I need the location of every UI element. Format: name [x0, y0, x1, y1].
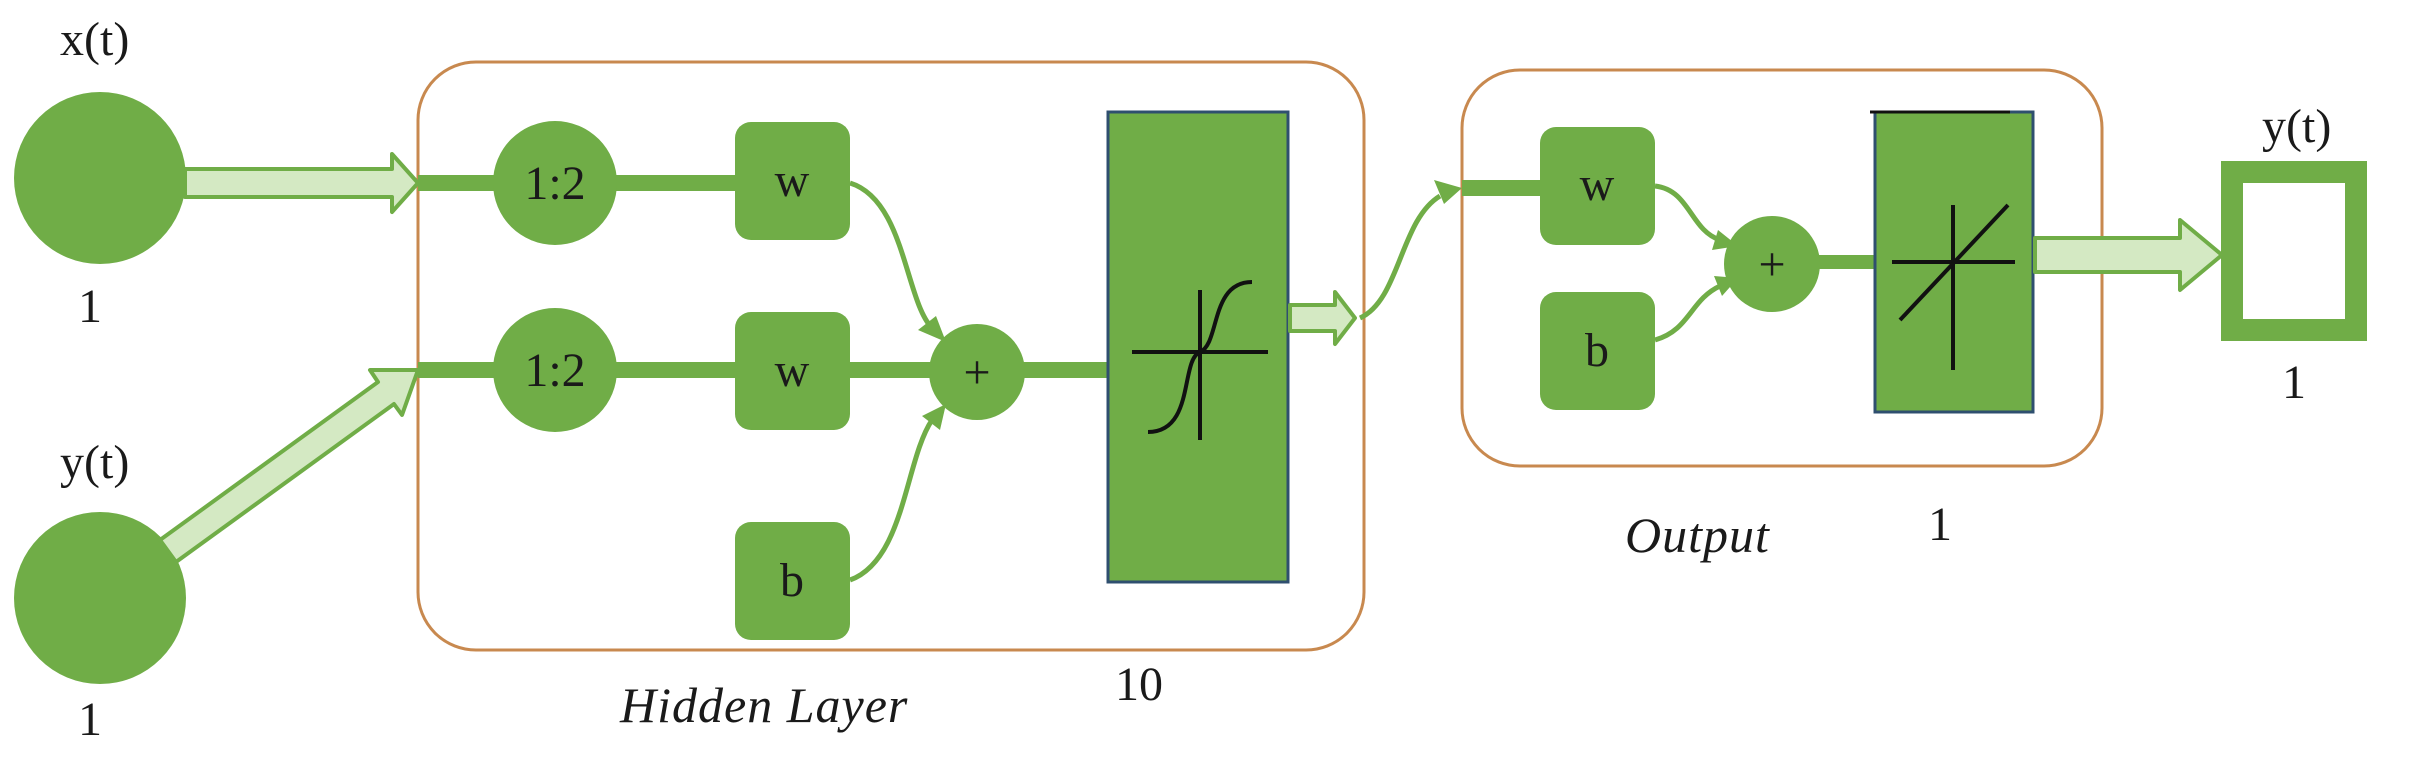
input-x-arrow: [183, 152, 420, 214]
hidden-curve-w1-sum: [849, 180, 934, 330]
output-size: 1: [2282, 356, 2306, 409]
output-bias-label: b: [1585, 324, 1609, 377]
hidden-layer-caption: Hidden Layer: [619, 677, 908, 733]
hidden-to-output-arrowhead: [1434, 180, 1462, 204]
output-layer-size: 1: [1928, 498, 1952, 551]
input-x-node: [14, 92, 186, 264]
input-y-arrow: [158, 368, 420, 564]
hidden-to-output-curve: [1358, 193, 1442, 321]
hidden-layer-box: [416, 60, 1366, 652]
hidden-curve-b-arrowhead: [922, 404, 946, 430]
output-sum-node: [1724, 216, 1820, 312]
output-layer-caption: Output: [1625, 507, 1770, 563]
hidden-sum-label: +: [963, 346, 990, 399]
hidden-output-arrow: [1288, 290, 1357, 346]
output-curve-w-sum: [1654, 183, 1721, 243]
input-y-size: 1: [78, 693, 102, 746]
output-weight-label: w: [1580, 158, 1615, 211]
hidden-weight-2-label: w: [775, 344, 810, 397]
hidden-bias: [735, 522, 850, 640]
hidden-sum-node: [929, 324, 1025, 420]
input-y-label: y(t): [60, 436, 129, 489]
output-bias: [1540, 292, 1655, 410]
hidden-delay-1-label: 1:2: [524, 157, 585, 210]
hidden-weight-1: [735, 122, 850, 240]
output-label: y(t): [2262, 100, 2331, 153]
input-x-size: 1: [78, 280, 102, 333]
output-weight: [1540, 127, 1655, 245]
input-y-node: [14, 512, 186, 684]
output-node: [2221, 161, 2367, 341]
output-sum-label: +: [1758, 238, 1785, 291]
hidden-delay-2-label: 1:2: [524, 344, 585, 397]
output-curve-b-sum: [1654, 283, 1722, 343]
hidden-weight-2: [735, 312, 850, 430]
hidden-weight-1-label: w: [775, 154, 810, 207]
hidden-layer-size: 10: [1115, 658, 1163, 711]
tansig-icon: [1132, 280, 1268, 440]
input-x-label: x(t): [60, 13, 129, 66]
hidden-curve-b-sum: [849, 418, 935, 583]
hidden-delay-1: [493, 121, 617, 245]
hidden-bias-label: b: [780, 554, 804, 607]
output-arrow: [2033, 218, 2224, 292]
hidden-delay-2: [493, 308, 617, 432]
hidden-curve-w1-arrowhead: [918, 316, 946, 342]
purelin-icon: [1892, 203, 2015, 370]
